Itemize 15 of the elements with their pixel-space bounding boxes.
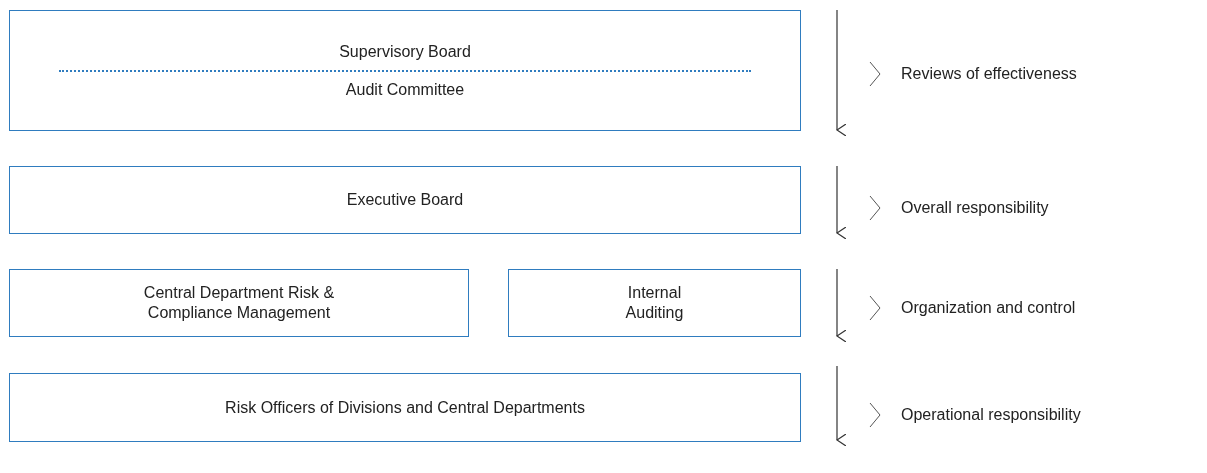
box-title: Risk Officers of Divisions and Central Departments bbox=[225, 397, 585, 418]
responsibility-label: Organization and control bbox=[901, 298, 1076, 318]
org-box bbox=[9, 269, 469, 337]
org-box bbox=[9, 166, 801, 234]
responsibility-label: Overall responsibility bbox=[901, 198, 1049, 218]
org-box bbox=[508, 269, 801, 337]
box-title: Audit Committee bbox=[345, 79, 465, 100]
box-title: Executive Board bbox=[346, 190, 464, 210]
box-title: Internal Auditing bbox=[624, 283, 685, 323]
responsibility-label: Reviews of effectiveness bbox=[901, 64, 1077, 84]
responsibility-label: Operational responsibility bbox=[901, 405, 1081, 425]
org-box bbox=[9, 10, 801, 131]
org-box bbox=[9, 373, 801, 442]
box-title: Supervisory Board bbox=[339, 41, 471, 62]
box-title: Central Department Risk & Compliance Management bbox=[142, 283, 336, 323]
